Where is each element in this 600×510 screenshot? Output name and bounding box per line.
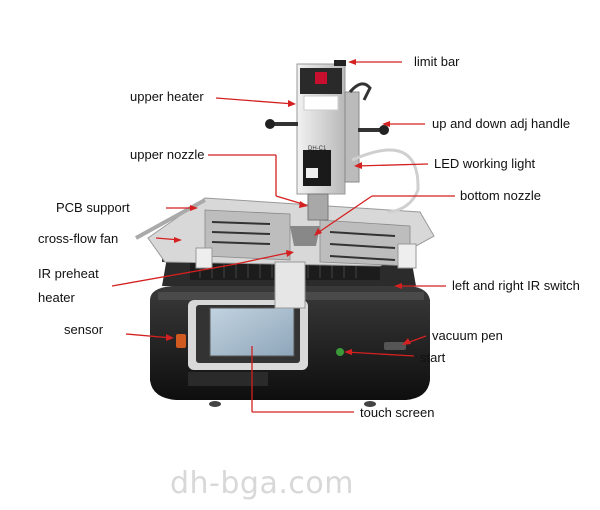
watermark: dh-bga.com [170,466,354,501]
label-bottom-nozzle: bottom nozzle [460,188,541,203]
bottom-nozzle [290,226,320,246]
led-working-light [351,148,420,214]
label-vacuum-pen: vacuum pen [432,328,503,343]
label-up-down-handle: up and down adj handle [432,116,571,131]
label-upper-heater: upper heater [130,89,204,104]
head-model-text: DH-C1 [308,146,327,152]
label-upper-nozzle: upper nozzle [130,147,205,162]
upper-heater [296,63,346,195]
label-limit-bar: limit bar [414,54,460,69]
label-cross-flow-fan: cross-flow fan [38,231,119,246]
sensor-port [176,334,186,348]
label-start: start [420,350,446,365]
upper-nozzle [307,193,329,221]
label-sensor: sensor [64,322,104,337]
brand-logo [315,72,327,84]
label-pcb-support: PCB support [56,200,130,215]
label-ir-preheat-1: IR preheat [38,266,99,281]
label-ir-switch: left and right IR switch [452,278,580,293]
vacuum-pen-port [384,342,406,350]
pcb-support [135,197,435,309]
label-ir-preheat-2: heater [38,290,75,305]
callout-arrows [111,59,455,413]
label-touch-screen: touch screen [360,405,435,420]
label-led-light: LED working light [434,156,536,171]
start-button[interactable] [336,348,344,356]
limit-bar [334,60,346,66]
